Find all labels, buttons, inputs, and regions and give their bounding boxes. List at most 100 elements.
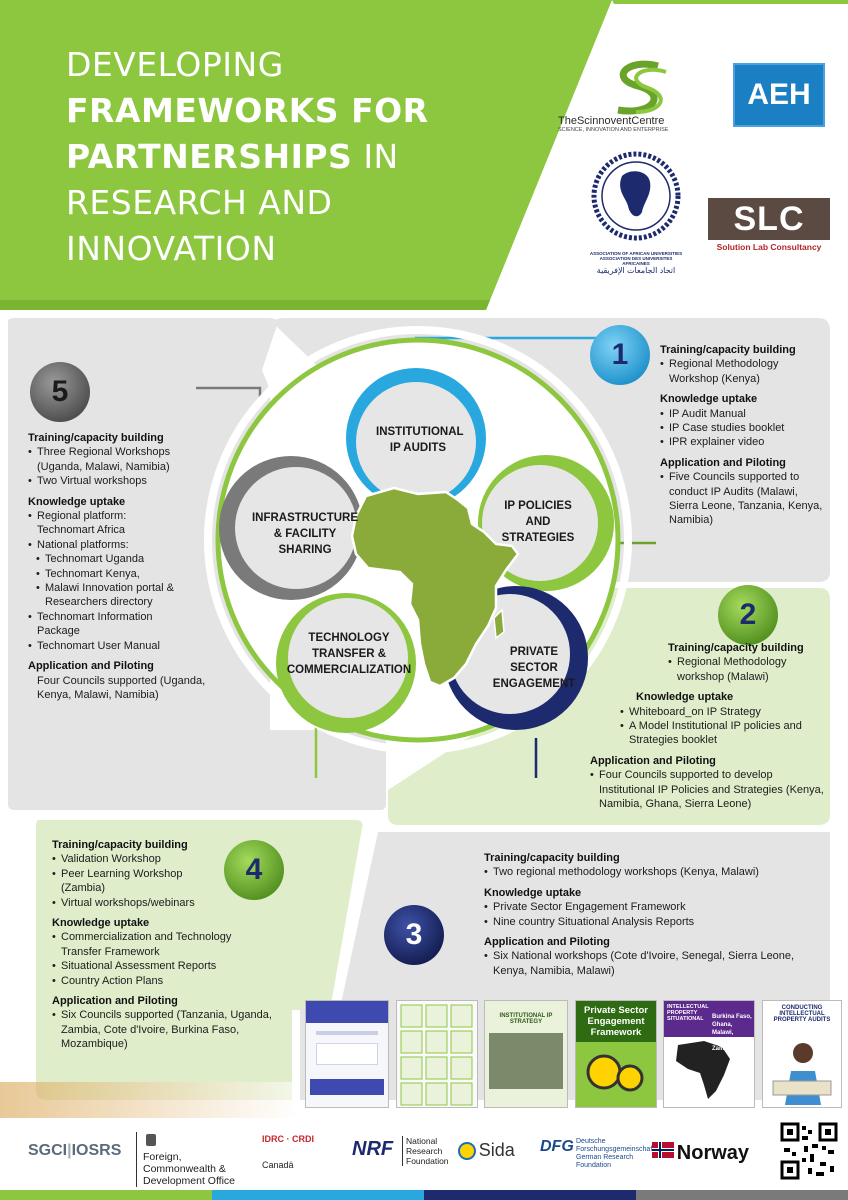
reading-child-icon xyxy=(772,1043,832,1105)
list-item: Regional Methodology workshop (Malawi) xyxy=(668,655,828,684)
norway-flag-icon xyxy=(652,1142,674,1158)
step-1-knowledge-list: IP Audit ManualIP Case studies bookletIP… xyxy=(660,407,828,451)
step-4-heading-knowledge: Knowledge uptake xyxy=(52,917,150,930)
canada-text: Canadä xyxy=(262,1160,294,1170)
step-1-application-list: Five Councils supported to conduct IP Au… xyxy=(660,470,828,528)
idrc-text: IDRC · CRDI xyxy=(262,1134,314,1144)
petal-label-private: PRIVATE SECTOR ENGAGEMENT xyxy=(492,646,576,690)
publication-ip-audits: CONDUCTING INTELLECTUAL PROPERTY AUDITS xyxy=(762,1000,842,1108)
publication-ip-audits-title: CONDUCTING INTELLECTUAL PROPERTY AUDITS xyxy=(773,1005,831,1023)
publication-ip-situational: INTELLECTUAL PROPERTY SITUATIONAL Burkin… xyxy=(663,1000,755,1108)
footer-photo-strip xyxy=(0,1082,300,1122)
list-item: Technomart Information Package xyxy=(28,610,188,639)
step-1-heading-knowledge: Knowledge uptake xyxy=(660,393,758,406)
aau-logo: ASSOCIATION OF AFRICAN UNIVERSITIES ASSO… xyxy=(586,150,686,275)
aau-name-fr: ASSOCIATION DES UNIVERSITES AFRICAINES xyxy=(599,256,673,266)
cycle-diagram xyxy=(196,326,656,778)
scinnovent-swoosh-icon xyxy=(617,60,667,115)
step-5-training-list: Three Regional Workshops (Uganda, Malawi… xyxy=(28,445,218,489)
list-item: Malawi Innovation portal & Researchers d… xyxy=(36,581,206,610)
dfg-name-de: Deutsche Forschungsgemeinschaft xyxy=(576,1138,655,1153)
scinnovent-name: TheScinnoventCentre xyxy=(558,115,665,127)
list-item: Situational Assessment Reports xyxy=(52,959,272,974)
step-4-heading-training: Training/capacity building xyxy=(52,839,188,851)
list-item: Commercialization and Technology Transfe… xyxy=(52,930,272,959)
list-item: Three Regional Workshops (Uganda, Malawi… xyxy=(28,445,218,474)
list-item: Virtual workshops/webinars xyxy=(52,896,212,911)
step-5-details: Training/capacity building Three Regiona… xyxy=(28,431,248,702)
scinnovent-tagline: SCIENCE, INNOVATION AND ENTERPRISE xyxy=(558,127,669,133)
footer-stripe xyxy=(0,1190,848,1200)
list-item: Country Action Plans xyxy=(52,974,272,989)
gears-icon xyxy=(586,1054,644,1092)
petal-tech xyxy=(276,593,416,733)
step-5-application-list: Four Councils supported (Uganda, Kenya, … xyxy=(28,674,238,703)
reports-grid-icon xyxy=(400,1004,473,1106)
publication-ip-situational-title: INTELLECTUAL PROPERTY SITUATIONAL xyxy=(667,1004,709,1022)
badge-3-number: 3 xyxy=(405,918,423,951)
step-2-knowledge-list: Whiteboard_on IP StrategyA Model Institu… xyxy=(620,705,828,748)
step-5-heading-knowledge: Knowledge uptake xyxy=(28,495,126,508)
nrf-name: National Research Foundation xyxy=(402,1136,452,1166)
list-item: Regional Methodology Workshop (Kenya) xyxy=(660,357,828,386)
list-item: Four Councils supported to develop Insti… xyxy=(590,768,828,811)
step-4-application-list: Six Councils supported (Tanzania, Uganda… xyxy=(52,1008,292,1051)
iosrs-text: IOSRS xyxy=(71,1142,122,1159)
badge-4-number: 4 xyxy=(245,853,263,886)
list-item: Five Councils supported to conduct IP Au… xyxy=(660,470,828,528)
step-1-details: Training/capacity building Regional Meth… xyxy=(660,343,828,528)
badge-2-number: 2 xyxy=(739,598,757,631)
title-line-2: FRAMEWORKS FOR xyxy=(66,91,429,130)
petal-label-audits: INSTITUTIONAL IP AUDITS xyxy=(376,426,464,454)
petal-audits xyxy=(346,368,486,508)
list-item: Regional platform: Technomart Africa xyxy=(28,509,178,538)
step-3-details: Training/capacity building Two regional … xyxy=(484,851,814,978)
idrc-logo: IDRC · CRDI Canadä xyxy=(262,1134,332,1170)
step-5-heading-application: Application and Piloting xyxy=(28,660,154,673)
fcdo-text: Foreign, Commonwealth & Development Offi… xyxy=(143,1151,236,1187)
dfg-name-en: German Research Foundation xyxy=(576,1154,634,1169)
step-2-heading-application: Application and Piloting xyxy=(590,754,716,767)
publication-private-sector-title: Private Sector Engagement Framework xyxy=(576,1001,656,1042)
list-item: Six National workshops (Cote d'Ivoire, S… xyxy=(484,949,814,978)
slc-logo: SLC Solution Lab Consultancy xyxy=(708,198,830,256)
aau-name-ar: اتحاد الجامعات الإفريقية xyxy=(596,266,676,275)
list-item: National platforms: xyxy=(28,538,178,553)
norway-logo: Norway xyxy=(652,1142,749,1165)
africa-map-icon xyxy=(350,486,520,688)
step-4-training-list: Validation WorkshopPeer Learning Worksho… xyxy=(52,852,212,910)
title-line-1: DEVELOPING xyxy=(66,45,284,84)
aeh-logo: AEH xyxy=(733,63,825,127)
header-banner xyxy=(0,0,848,310)
publication-ip-strategy: INSTITUTIONAL IP STRATEGY xyxy=(484,1000,568,1108)
crest-icon xyxy=(146,1134,156,1146)
list-item: Two Virtual workshops xyxy=(28,474,218,489)
step-2-heading-training: Training/capacity building xyxy=(668,642,804,654)
list-item: Nine country Situational Analysis Report… xyxy=(484,915,814,930)
petal-infra xyxy=(219,456,363,600)
list-item: Whiteboard_on IP Strategy xyxy=(620,705,828,720)
sgci-text: SGCI xyxy=(28,1142,68,1159)
nrf-text: NRF xyxy=(352,1138,394,1160)
publication-private-sector: Private Sector Engagement Framework xyxy=(575,1000,657,1108)
sida-emblem-icon xyxy=(458,1141,476,1160)
list-item: Technomart Uganda xyxy=(36,552,206,567)
publication-technomart-screenshot xyxy=(305,1000,389,1108)
list-item: Technomart Kenya, xyxy=(36,567,206,582)
step-5-technomart-list: Technomart Information PackageTechnomart… xyxy=(28,610,188,654)
list-item: IPR explainer video xyxy=(660,435,828,450)
arrow-5-connector xyxy=(196,386,262,404)
slc-name: Solution Lab Consultancy xyxy=(716,242,822,252)
publication-ip-strategy-title: INSTITUTIONAL IP STRATEGY xyxy=(499,1013,553,1025)
aeh-text: AEH xyxy=(747,78,811,111)
step-4-knowledge-list: Commercialization and Technology Transfe… xyxy=(52,930,272,988)
qr-code-icon[interactable] xyxy=(780,1122,838,1180)
petal-label-policies: IP POLICIES AND STRATEGIES xyxy=(501,500,575,544)
list-item: Peer Learning Workshop (Zambia) xyxy=(52,867,212,896)
sgci-logo: SGCI|IOSRS xyxy=(28,1142,122,1159)
aau-name-en: ASSOCIATION OF AFRICAN UNIVERSITIES xyxy=(589,251,683,256)
sida-logo: Sida xyxy=(458,1140,515,1161)
step-4-details: Training/capacity building Validation Wo… xyxy=(52,838,292,1052)
step-5-heading-training: Training/capacity building xyxy=(28,432,164,444)
africa-silhouette-icon xyxy=(676,1041,730,1099)
